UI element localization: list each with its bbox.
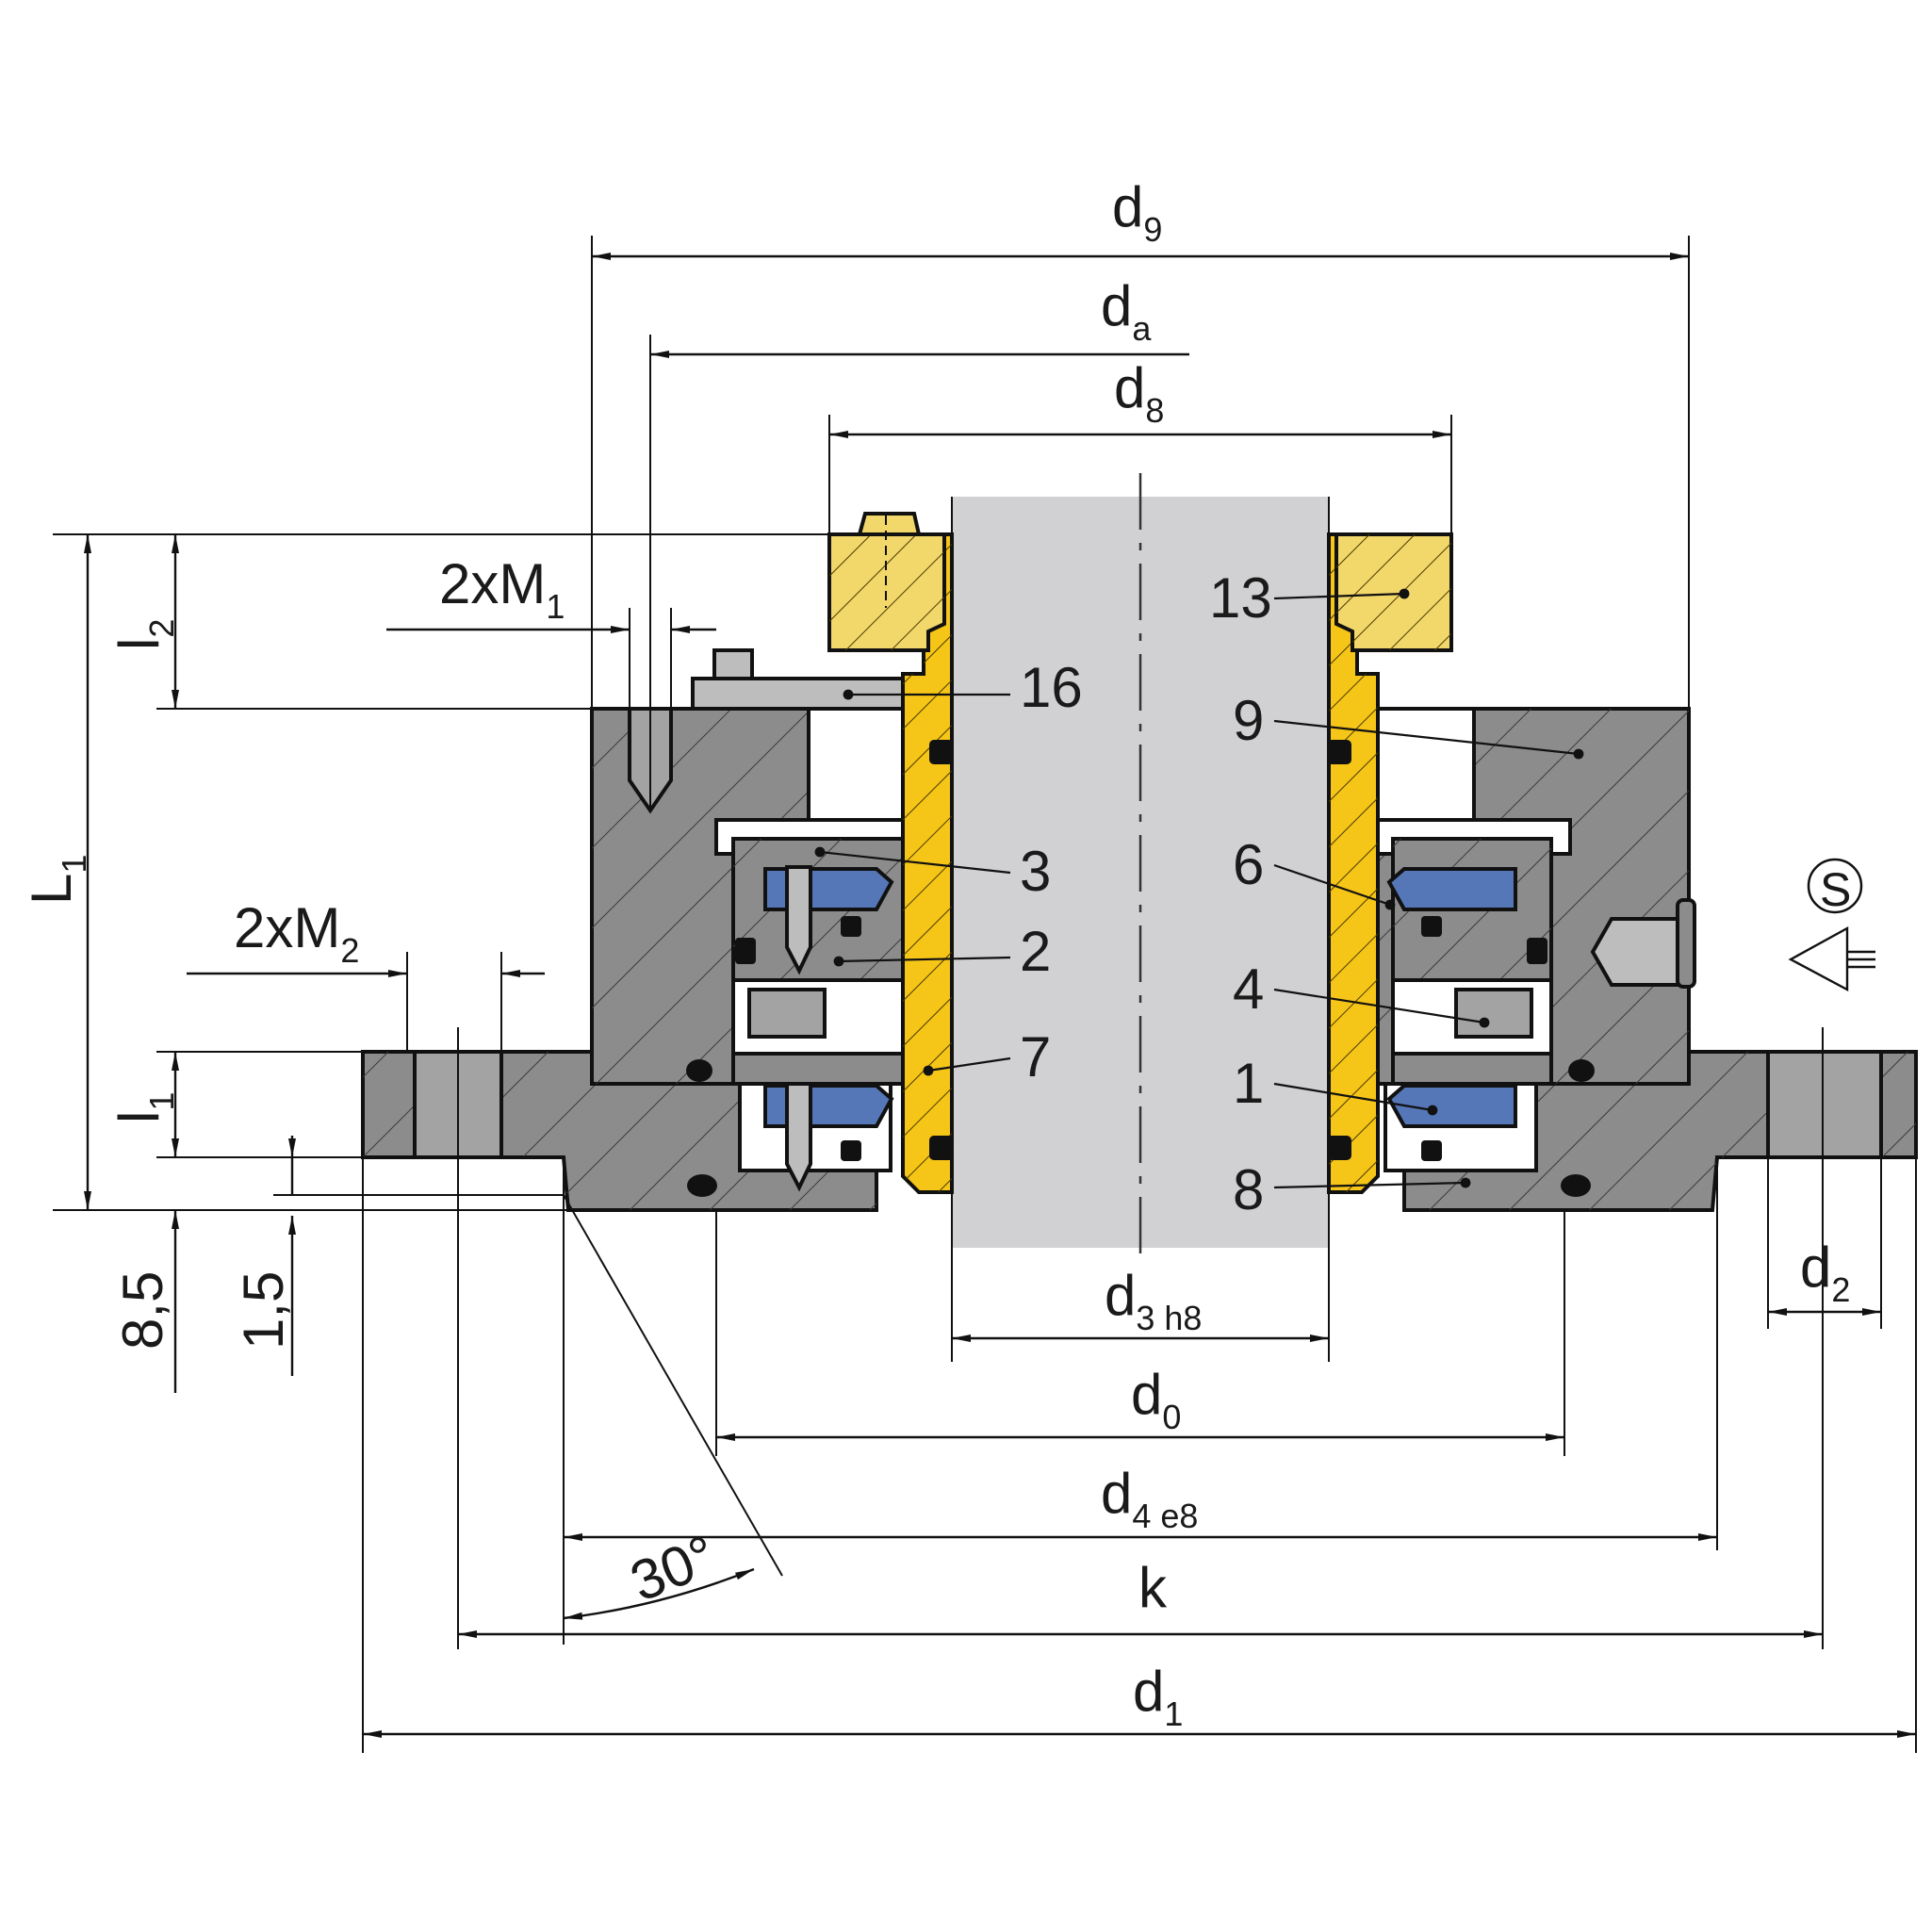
- label-1-5: 1,5: [232, 1271, 295, 1350]
- label-L1: L1: [20, 855, 93, 905]
- label-l1: l1: [107, 1092, 181, 1123]
- callout-16: 16: [1020, 656, 1083, 719]
- label-8-5: 8,5: [111, 1271, 174, 1350]
- callout-2: 2: [1020, 920, 1051, 983]
- label-d9: d9: [1112, 175, 1162, 249]
- label-k: k: [1138, 1556, 1168, 1619]
- label-d0: d0: [1131, 1363, 1181, 1436]
- label-d1: d1: [1133, 1660, 1183, 1733]
- callout-9: 9: [1233, 689, 1264, 752]
- callout-4: 4: [1233, 958, 1264, 1021]
- label-supply: S: [1820, 863, 1851, 916]
- callout-1: 1: [1233, 1052, 1264, 1115]
- label-d4: d4 e8: [1101, 1462, 1198, 1535]
- label-M2: 2xM2: [234, 896, 359, 970]
- label-d2: d2: [1800, 1236, 1850, 1309]
- label-l2: l2: [107, 619, 181, 650]
- shaft: [951, 473, 1330, 1355]
- callout-7: 7: [1020, 1025, 1051, 1089]
- callout-leaders: [814, 588, 1584, 1189]
- label-da: da: [1101, 274, 1152, 348]
- supply-symbol-circle: [1807, 858, 1863, 914]
- dimension-lines: [53, 236, 1917, 1753]
- callout-6: 6: [1233, 833, 1264, 896]
- callout-numbers: 16 3 2 7 13 9 6 4 1 8: [1020, 566, 1272, 1221]
- label-d8: d8: [1114, 356, 1164, 430]
- supply-connection: [1788, 858, 1875, 991]
- callout-3: 3: [1020, 840, 1051, 903]
- label-M1: 2xM1: [439, 552, 565, 626]
- callout-8: 8: [1233, 1158, 1264, 1221]
- label-d3: d3 h8: [1105, 1264, 1202, 1337]
- collar-left: [827, 512, 946, 652]
- collar-right: [1334, 532, 1453, 652]
- callout-13: 13: [1209, 566, 1272, 630]
- seal-cartridge-left: [686, 818, 907, 1197]
